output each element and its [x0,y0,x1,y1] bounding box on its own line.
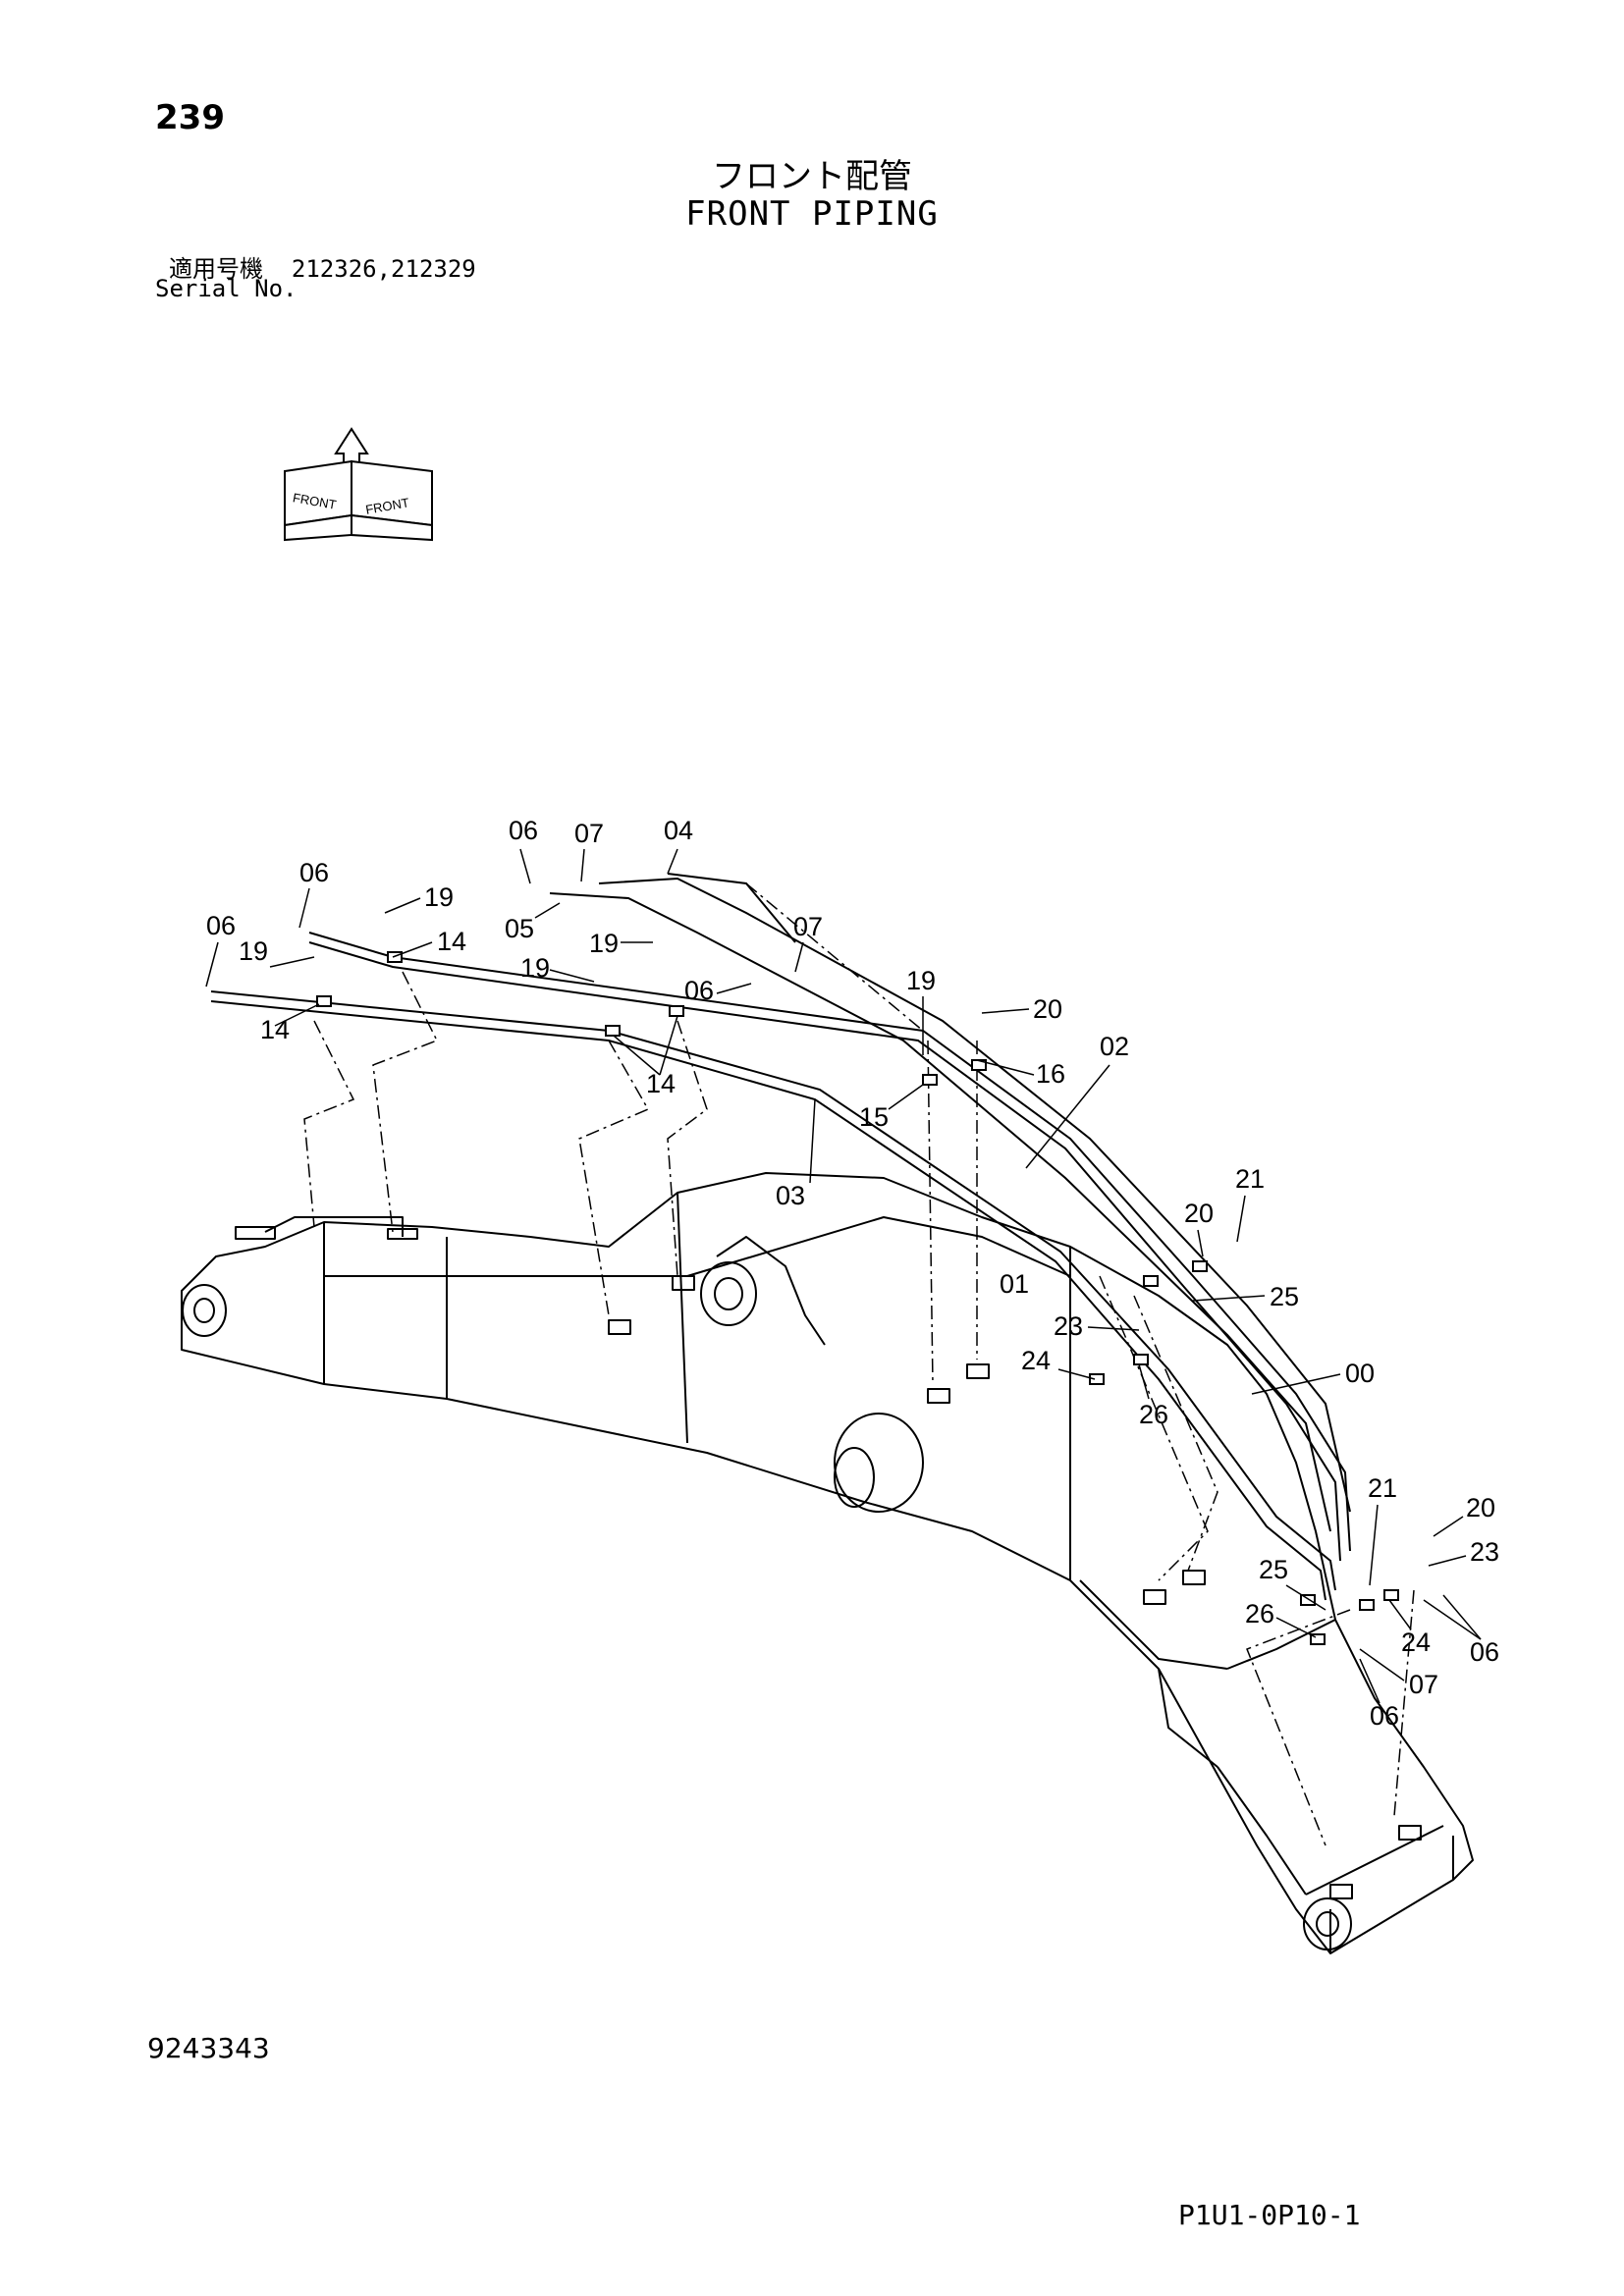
callout-label: 06 [509,816,538,845]
callout-label: 21 [1368,1473,1397,1503]
page-title: FRONT PIPING [685,194,939,234]
callout-label: 06 [1470,1637,1499,1667]
assembly-leader-lines [303,882,1415,1846]
callout-label: 07 [574,819,604,848]
callout-label: 23 [1470,1537,1499,1567]
page-number: 239 [155,98,225,137]
page-title-japanese: フロント配管 [712,157,912,196]
front-direction-icon: FRONT FRONT [284,427,433,542]
callout-leaders [205,848,1482,1704]
serial-label: Serial No. [155,275,298,302]
callout-label: 06 [684,976,714,1005]
callout-label: 16 [1036,1059,1065,1089]
callout-label: 06 [1370,1701,1399,1731]
callout-label: 04 [664,816,693,845]
callout-label: 20 [1184,1199,1214,1228]
callout-label: 01 [1000,1269,1029,1299]
callout-label: 20 [1466,1493,1495,1522]
callout-label: 15 [859,1102,889,1132]
callout-label: 24 [1021,1346,1051,1375]
boom-structure [181,1172,1474,1954]
callout-label: 03 [776,1181,805,1210]
part-callouts: 06 07 04 06 19 05 07 06 14 19 19 19 06 1… [206,816,1499,1731]
callout-label: 19 [906,966,936,995]
callout-label: 26 [1245,1599,1274,1629]
callout-label: 26 [1139,1400,1168,1429]
callout-label: 06 [206,911,236,940]
callout-label: 25 [1270,1282,1299,1311]
callout-label: 25 [1259,1555,1288,1584]
callout-label: 24 [1401,1628,1431,1657]
callout-label: 23 [1054,1311,1083,1341]
drawing-number: 9243343 [147,2032,270,2064]
callout-label: 07 [793,912,823,941]
callout-label: 05 [505,914,534,943]
pipe-lines [210,873,1351,1601]
callout-label: 19 [424,882,454,912]
serial-applicability: 適用号機 212326,212329 [169,249,476,284]
callout-label: 02 [1100,1032,1129,1061]
callout-label: 07 [1409,1670,1438,1699]
callout-label: 19 [589,929,619,958]
sheet-code: P1U1-0P10-1 [1178,2199,1361,2231]
callout-label: 20 [1033,994,1062,1024]
callout-label: 14 [260,1015,290,1044]
serial-label-japanese: 適用号機 [169,255,263,283]
serial-values: 212326,212329 [291,255,476,283]
callout-label: 06 [299,858,329,887]
callout-label: 14 [437,927,466,956]
callout-label: 00 [1345,1359,1375,1388]
callout-label: 19 [520,953,550,983]
callout-label: 19 [239,936,268,966]
callout-label: 21 [1235,1164,1265,1194]
